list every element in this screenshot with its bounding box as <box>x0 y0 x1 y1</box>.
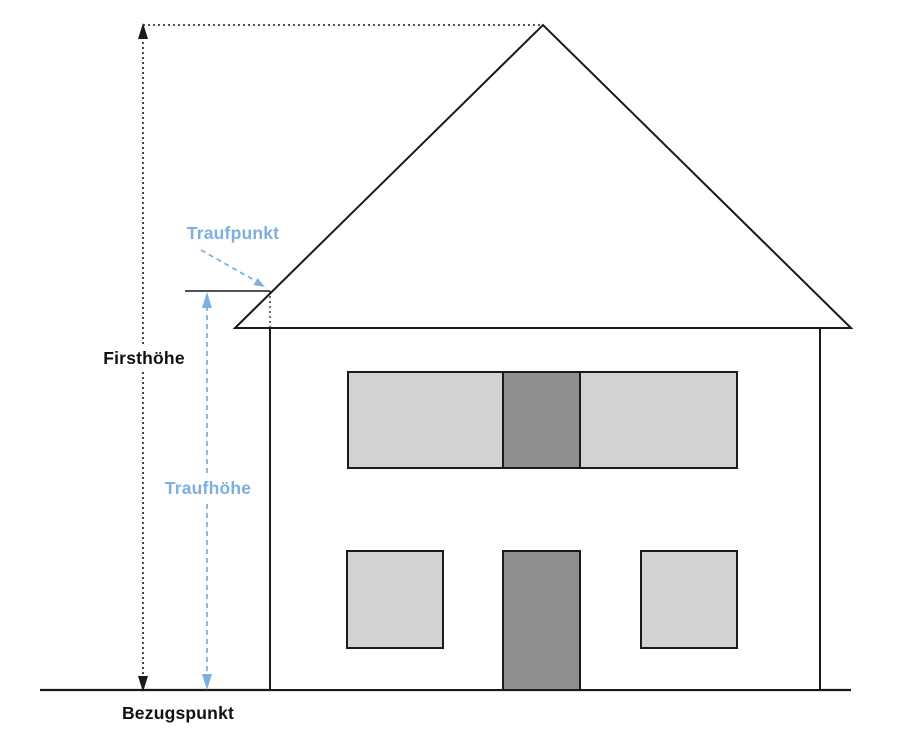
traufpunkt-label: Traufpunkt <box>187 223 279 243</box>
firsthoehe-arrow-up-icon <box>138 23 148 39</box>
traufhoehe-arrow-up-icon <box>202 292 212 308</box>
lower-right-window <box>640 550 738 649</box>
traufhoehe-label: Traufhöhe <box>165 478 251 498</box>
traufpunkt-pointer-line <box>200 249 255 281</box>
roof <box>232 23 854 329</box>
firsthoehe-label-bg <box>96 344 192 372</box>
bezugspunkt-label: Bezugspunkt <box>122 703 234 723</box>
lower-left-window <box>346 550 444 649</box>
house <box>232 23 854 691</box>
traufpunkt-pointer <box>200 249 265 287</box>
traufhoehe-label-bg <box>160 474 256 502</box>
labels: Firsthöhe Traufhöhe Traufpunkt Bezugspun… <box>96 223 279 723</box>
upper-middle-dark-panel <box>502 371 581 469</box>
door <box>502 550 581 691</box>
firsthoehe-arrow-down-icon <box>138 676 148 692</box>
traufhoehe-arrow-down-icon <box>202 674 212 690</box>
firsthoehe-label: Firsthöhe <box>103 348 185 368</box>
eave-marker <box>185 290 271 328</box>
traufpunkt-arrow-icon <box>253 278 265 287</box>
